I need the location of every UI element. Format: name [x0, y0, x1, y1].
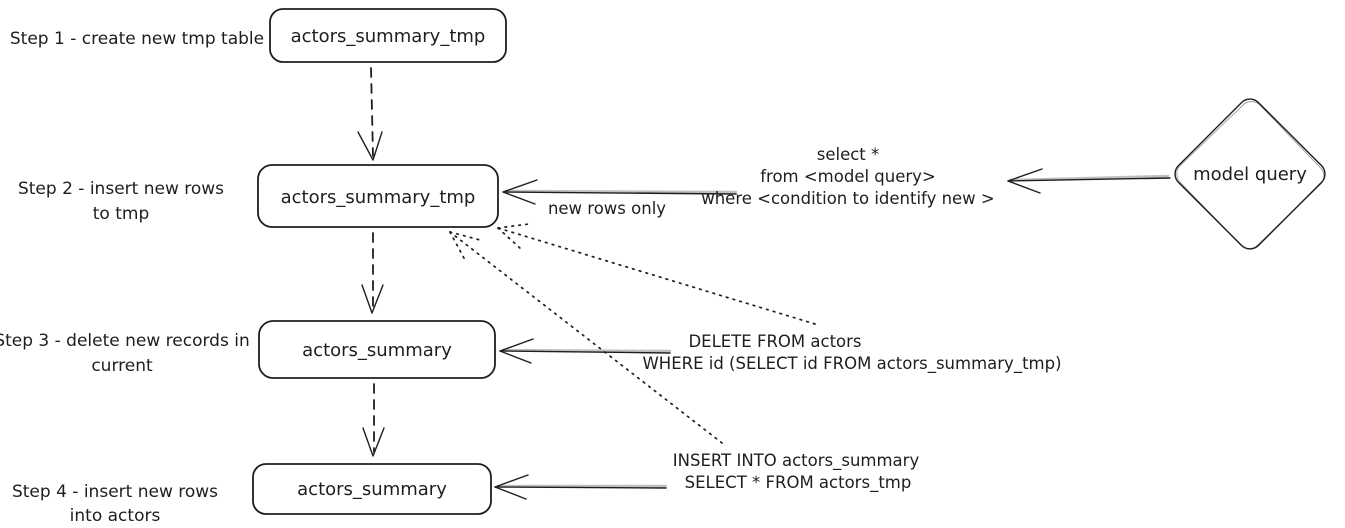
arrow-step1-to-step2: [357, 67, 383, 161]
step4-label: Step 4 - insert new rows into actors: [12, 482, 218, 526]
svg-text:Step 1 - create new tmp table: Step 1 - create new tmp table: [10, 29, 264, 49]
step2-node-label: actors_summary_tmp: [281, 187, 476, 208]
svg-text:current: current: [91, 356, 153, 376]
svg-text:Step 3 - delete new records in: Step 3 - delete new records in: [0, 331, 250, 351]
svg-text:SELECT * FROM actors_tmp: SELECT * FROM actors_tmp: [685, 473, 912, 493]
insert-sql-text: INSERT INTO actors_summary SELECT * FROM…: [673, 451, 920, 493]
step3-label: Step 3 - delete new records in current: [0, 331, 250, 376]
step1-node-label: actors_summary_tmp: [291, 26, 486, 47]
svg-text:where <condition to identify n: where <condition to identify new >: [701, 189, 995, 208]
query-sql-text: select * from <model query> where <condi…: [701, 145, 995, 208]
svg-text:into actors: into actors: [70, 506, 161, 526]
delete-sql-text: DELETE FROM actors WHERE id (SELECT id F…: [642, 332, 1061, 374]
svg-text:to tmp: to tmp: [93, 204, 150, 224]
step3-node: actors_summary: [258, 320, 496, 379]
arrow-step3-to-step4: [362, 383, 385, 457]
step3-node-label: actors_summary: [302, 340, 452, 361]
step4-node-label: actors_summary: [297, 479, 447, 500]
arrow-sql-to-step2: [502, 179, 738, 205]
step2-node: actors_summary_tmp: [257, 164, 499, 228]
step4-node: actors_summary: [252, 463, 492, 515]
model-query-label: model query: [1193, 164, 1307, 185]
step1-label: Step 1 - create new tmp table: [10, 29, 264, 49]
new-rows-only-label: new rows only: [548, 199, 666, 218]
arrow-insert-to-step4: [494, 474, 668, 500]
svg-text:Step 2 - insert new rows: Step 2 - insert new rows: [18, 179, 224, 199]
svg-text:Step 4 - insert new rows: Step 4 - insert new rows: [12, 482, 218, 502]
step1-node: actors_summary_tmp: [269, 8, 507, 63]
svg-text:WHERE id (SELECT id FROM actor: WHERE id (SELECT id FROM actors_summary_…: [642, 354, 1061, 374]
dotted-arrow-insert-ref-tmp: [449, 231, 723, 444]
arrow-step2-to-step3: [361, 232, 384, 314]
svg-text:INSERT INTO actors_summary: INSERT INTO actors_summary: [673, 451, 920, 471]
step2-label: Step 2 - insert new rows to tmp: [18, 179, 224, 224]
model-query-node: model query: [1174, 98, 1326, 250]
dotted-arrow-delete-ref-tmp: [497, 223, 816, 325]
arrow-delete-to-step3: [499, 338, 672, 364]
svg-text:DELETE FROM actors: DELETE FROM actors: [688, 332, 861, 351]
svg-text:select *: select *: [817, 145, 880, 164]
svg-text:from <model query>: from <model query>: [760, 167, 936, 186]
arrow-modelquery-to-sql: [1007, 168, 1171, 194]
